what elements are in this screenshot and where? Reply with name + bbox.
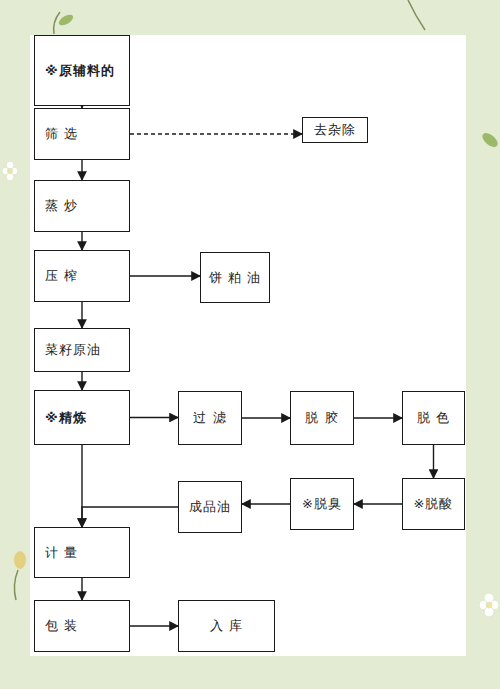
- node-label: 菜籽原油: [45, 341, 101, 359]
- node-label: 筛 选: [45, 125, 78, 143]
- process-box: 蒸 炒: [34, 180, 130, 232]
- node-label: 过 滤: [193, 409, 226, 427]
- node-label: 计 量: [45, 544, 78, 562]
- flow-arrow: [130, 625, 178, 626]
- flow-arrow: [81, 578, 82, 600]
- node-label: ※脱酸: [414, 495, 454, 513]
- flow-arrow: [81, 232, 82, 250]
- node-label: ※脱臭: [302, 495, 342, 513]
- flow-arrow: [81, 372, 82, 390]
- node-label: 脱 色: [417, 409, 450, 427]
- flow-arrow: [130, 417, 178, 418]
- input-box: ※原辅料的: [34, 35, 130, 106]
- flow-arrow: [82, 507, 178, 527]
- process-box: 压 榨: [34, 250, 130, 302]
- node-label: ※原辅料的: [45, 62, 115, 80]
- node-label: 蒸 炒: [45, 197, 78, 215]
- node-label: 压 榨: [45, 267, 78, 285]
- flow-arrow: [81, 445, 82, 527]
- process-box: 计 量: [34, 527, 130, 578]
- process-box: 菜籽原油: [34, 328, 130, 372]
- flow-arrow: [354, 417, 402, 418]
- flow-arrow: [81, 302, 82, 328]
- leaf: [14, 0, 500, 600]
- process-box: 包 装: [34, 600, 130, 652]
- flower: [2, 161, 499, 617]
- node-label: 入 库: [210, 617, 243, 635]
- process-box: 饼 粕 油: [200, 252, 270, 303]
- flow-arrow: [130, 133, 302, 134]
- process-box: ※脱酸: [402, 478, 465, 530]
- process-box: 筛 选: [34, 108, 130, 160]
- node-label: ※精炼: [45, 409, 87, 427]
- node-label: 包 装: [45, 617, 78, 635]
- flow-arrow: [242, 503, 290, 504]
- flow-arrow: [242, 417, 290, 418]
- flow-arrow: [354, 503, 402, 504]
- node-label: 成品油: [189, 498, 231, 516]
- process-box: ※脱臭: [290, 478, 354, 530]
- flow-arrow: [130, 275, 200, 276]
- process-box: 过 滤: [178, 391, 242, 445]
- process-box: 成品油: [178, 481, 242, 533]
- process-box: ※精炼: [34, 390, 130, 445]
- process-box: 脱 色: [402, 391, 465, 445]
- node-label: 脱 胶: [305, 409, 338, 427]
- node-label: 饼 粕 油: [209, 269, 261, 287]
- node-label: 去杂除: [314, 121, 356, 139]
- waste-box: 去杂除: [302, 117, 368, 143]
- process-box: 入 库: [178, 600, 275, 652]
- flow-arrow: [81, 160, 82, 180]
- process-box: 脱 胶: [290, 391, 354, 445]
- flow-arrow: [433, 445, 434, 478]
